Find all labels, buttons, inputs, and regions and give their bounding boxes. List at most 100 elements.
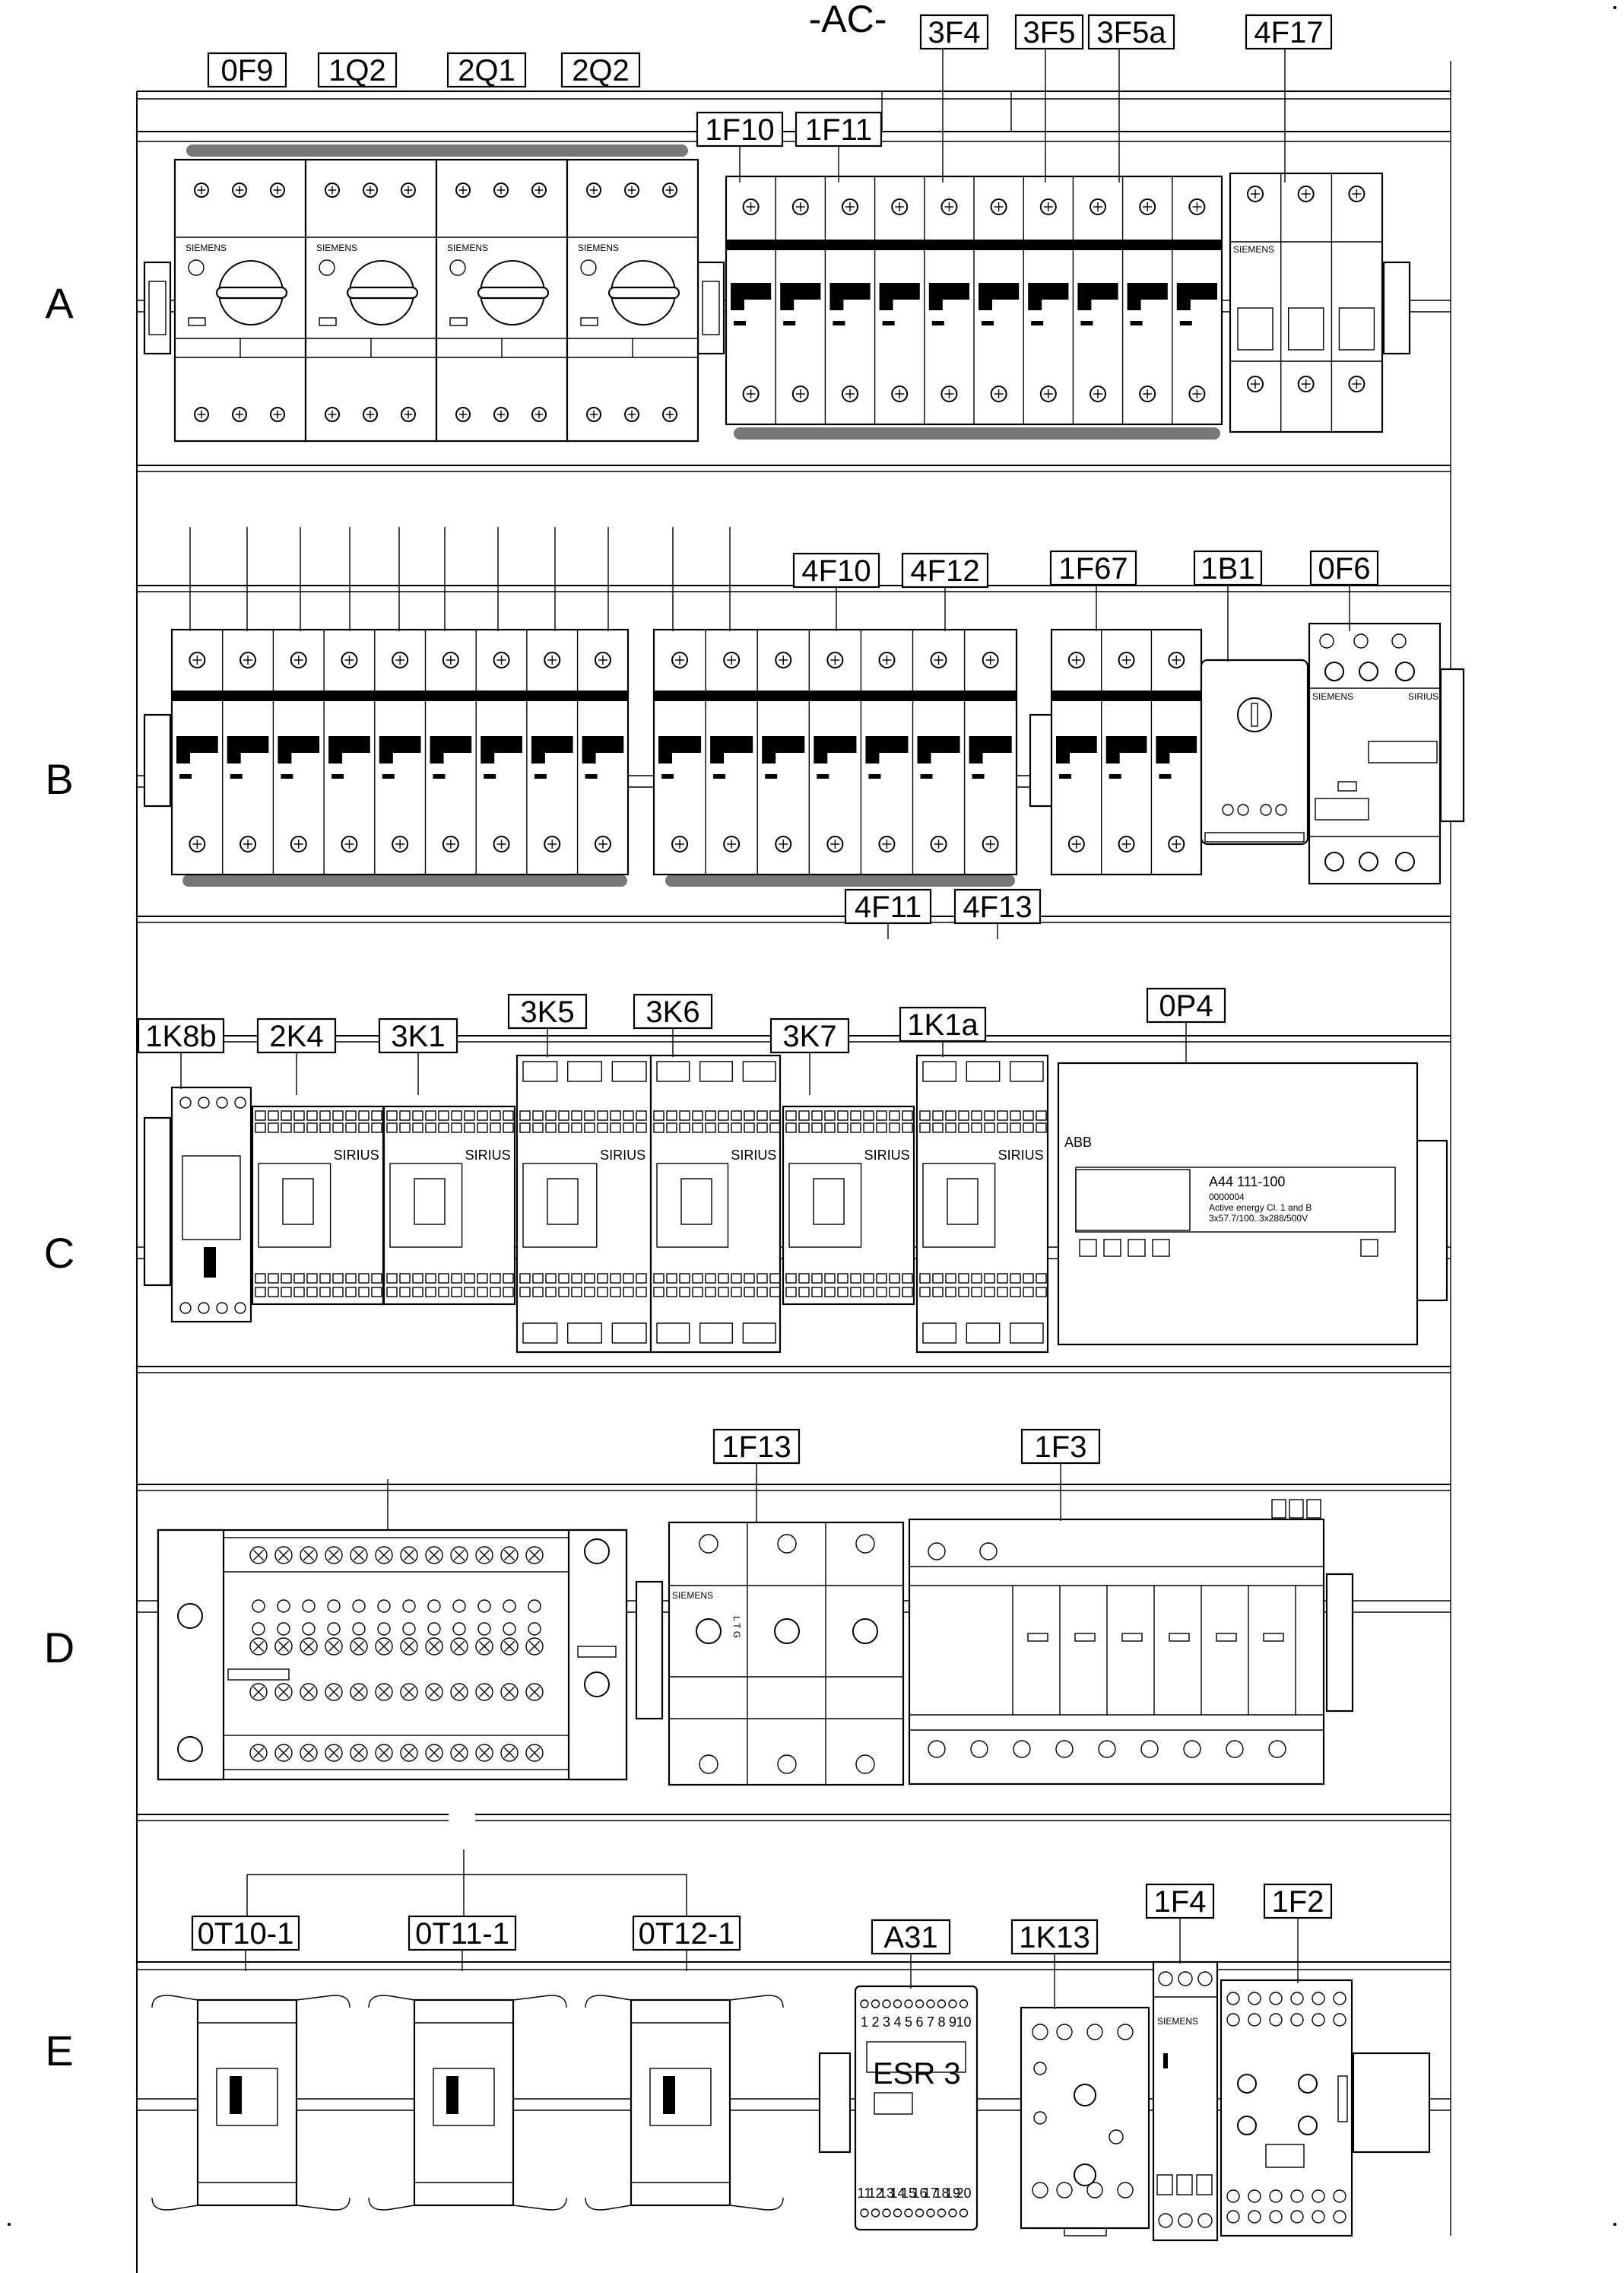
screw-terminal xyxy=(531,407,547,422)
esr-bottom-terminal: 18 xyxy=(934,2186,949,2201)
terminal-screw xyxy=(475,1546,493,1564)
terminal-screw xyxy=(500,1744,519,1762)
label-0f9: 0F9 xyxy=(207,52,287,88)
terminal-screw xyxy=(525,1546,544,1564)
label-box xyxy=(953,888,1042,925)
terminal-screw xyxy=(450,1546,468,1564)
brand-text: SIEMENS xyxy=(186,243,227,253)
screw-terminal xyxy=(930,652,947,668)
terminal-screw xyxy=(274,1546,293,1564)
screw-terminal xyxy=(891,386,909,402)
esr-bottom-terminal: 20 xyxy=(956,2186,971,2201)
label-text: 0T12-1 xyxy=(639,1917,735,1951)
label-text: 1F67 xyxy=(1058,552,1128,586)
mcb-pole xyxy=(531,630,579,875)
row-letter-b: B xyxy=(45,755,73,803)
screw-terminal xyxy=(594,652,611,668)
screw-terminal xyxy=(325,407,340,422)
motor-breaker: SIEMENS xyxy=(436,237,567,358)
screw-terminal xyxy=(341,836,358,852)
row-e-devices xyxy=(196,1960,1431,2242)
mcb-pole xyxy=(582,630,629,875)
screw-terminal xyxy=(878,836,896,852)
label-text: 2Q1 xyxy=(458,54,515,87)
label-0t10-1: 0T10-1 xyxy=(191,1915,300,1971)
row-letter-c: C xyxy=(44,1229,75,1277)
terminal-screw xyxy=(375,1744,393,1762)
terminal-screw xyxy=(249,1546,268,1564)
terminal-screw xyxy=(325,1683,343,1701)
contactor-detail: SIRIUS xyxy=(653,1110,781,1297)
meter-line1-text: 0000004 xyxy=(1209,1192,1245,1202)
terminal-screw xyxy=(425,1637,443,1656)
label-text: 1Q2 xyxy=(328,54,386,87)
terminal-screw xyxy=(350,1744,368,1762)
terminal-screw xyxy=(300,1546,318,1564)
screw-terminal xyxy=(239,652,257,668)
sirius-text: SIRIUS xyxy=(998,1148,1044,1163)
label-0t11-1: 0T11-1 xyxy=(408,1915,517,1971)
terminal-screw xyxy=(500,1683,519,1701)
label-4f12: 4F12 xyxy=(901,552,989,631)
row-d-devices xyxy=(157,1518,1354,1786)
terminal-screw xyxy=(274,1683,293,1701)
mcb-pole xyxy=(1127,176,1173,424)
terminal-screw xyxy=(425,1744,443,1762)
label-box xyxy=(191,1915,300,1951)
screw-terminal xyxy=(392,652,409,668)
label-text: 3F5 xyxy=(1023,16,1076,49)
terminal-screw xyxy=(425,1683,443,1701)
label-1k1a: 1K1a xyxy=(899,1006,987,1057)
screw-terminal xyxy=(982,652,999,668)
esr-top-terminal: 6 xyxy=(915,2014,923,2030)
label-text: 0F6 xyxy=(1318,552,1371,586)
label-box xyxy=(137,1017,225,1054)
mcb-pole xyxy=(731,176,776,424)
mcb-pole xyxy=(928,176,975,424)
terminal-screw xyxy=(400,1683,418,1701)
screw-terminal xyxy=(930,836,947,852)
terminal-screw xyxy=(300,1683,318,1701)
terminal-screw xyxy=(525,1637,544,1656)
esr-bottom-terminal: 12 xyxy=(868,2186,883,2201)
brand-text: SIEMENS xyxy=(578,243,619,253)
label-3f5: 3F5 xyxy=(1014,14,1084,183)
sirius-text: SIRIUS xyxy=(864,1148,910,1163)
terminal-screw xyxy=(325,1744,343,1762)
label-text: 4F17 xyxy=(1254,16,1323,49)
screw-terminal xyxy=(194,183,209,198)
label-text: 0F9 xyxy=(221,54,274,87)
terminal-screw xyxy=(375,1637,393,1656)
label-0t12-1: 0T12-1 xyxy=(632,1915,741,1971)
motor-breaker: SIEMENS xyxy=(175,237,306,358)
screw-terminal xyxy=(363,407,378,422)
mcb-pole xyxy=(1077,176,1124,424)
sirius-text: SIRIUS xyxy=(334,1148,379,1163)
mcb-pole xyxy=(1176,176,1223,424)
terminal-screw xyxy=(325,1637,343,1656)
terminal-screw xyxy=(375,1683,393,1701)
screw-terminal xyxy=(531,183,547,198)
contactor-detail: SIRIUS xyxy=(519,1110,647,1297)
screw-terminal xyxy=(791,386,809,402)
screw-terminal xyxy=(826,652,844,668)
screw-terminal xyxy=(401,183,416,198)
screw-terminal xyxy=(990,198,1007,215)
screw-terminal xyxy=(826,836,844,852)
label-box xyxy=(207,52,287,88)
screw-terminal xyxy=(232,183,247,198)
label-1q2: 1Q2 xyxy=(317,52,398,88)
terminal-screw xyxy=(400,1637,418,1656)
label-text: A31 xyxy=(883,1921,937,1954)
row-c-devices xyxy=(143,1054,1448,1354)
label-box xyxy=(1193,550,1263,586)
label-text: 0P4 xyxy=(1159,989,1213,1023)
label-1f2: 1F2 xyxy=(1263,1883,1333,1983)
brand-text: SIEMENS xyxy=(447,243,488,253)
label-box xyxy=(1263,1883,1333,1919)
screw-terminal xyxy=(363,183,378,198)
label-text: 3K6 xyxy=(645,995,699,1029)
screw-terminal xyxy=(990,386,1007,402)
label-text: 1F10 xyxy=(705,113,774,147)
